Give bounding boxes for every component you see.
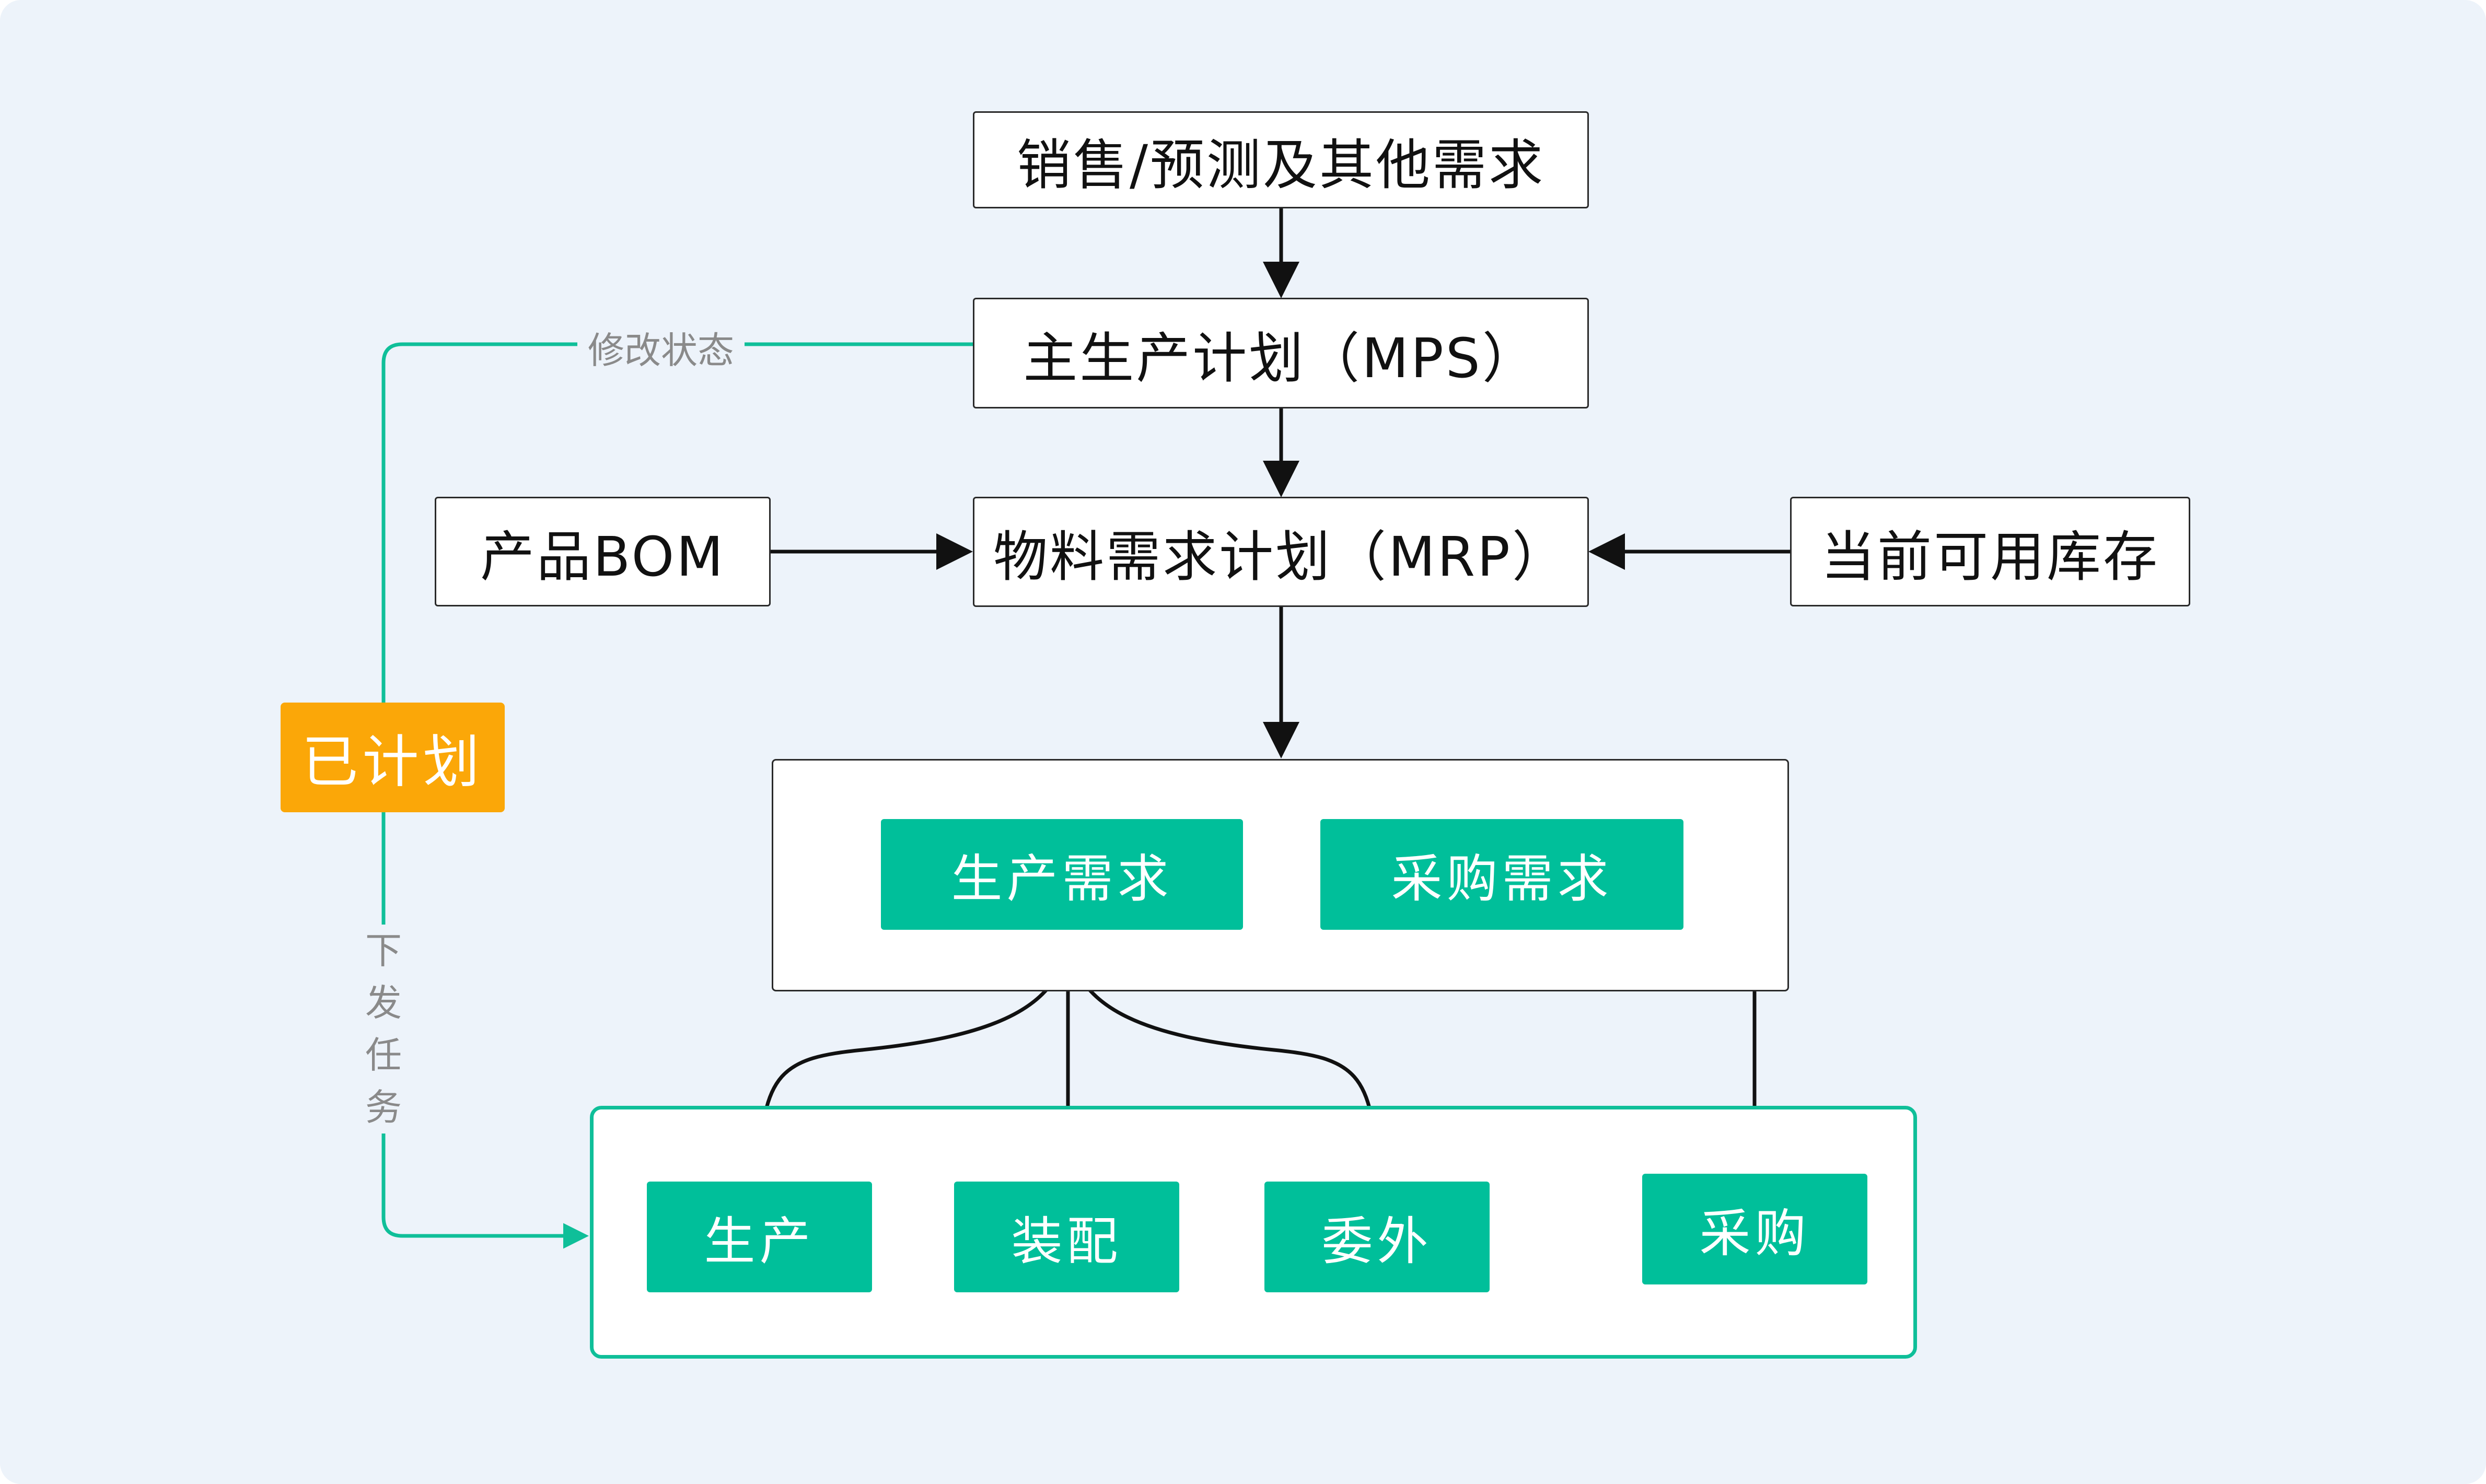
node-mrp-label: 物料需求计划（MRP） (993, 525, 1569, 589)
node-mrp: 物料需求计划（MRP） (973, 497, 1589, 607)
edge-mps-to-planned (381, 342, 973, 703)
node-purchase-demand-label: 采购需求 (1391, 849, 1613, 909)
node-purchase: 采购 (1642, 1174, 1867, 1284)
node-outsourcing: 委外 (1264, 1182, 1490, 1292)
node-production-demand: 生产需求 (881, 819, 1243, 930)
edge-planned-to-tasks (381, 812, 589, 1249)
edge-label-modify-status: 修改状态 (577, 321, 745, 374)
node-assembly: 装配 (954, 1182, 1179, 1292)
node-bom: 产品BOM (435, 497, 771, 606)
node-production-label: 生产 (704, 1212, 815, 1271)
node-assembly-label: 装配 (1011, 1212, 1122, 1271)
node-planned-label: 已计划 (301, 730, 484, 795)
node-sales-forecast: 销售/预测及其他需求 (973, 111, 1589, 208)
node-production-demand-label: 生产需求 (951, 849, 1173, 909)
node-production: 生产 (647, 1182, 872, 1292)
node-inventory: 当前可用库存 (1790, 497, 2190, 606)
node-planned: 已计划 (281, 703, 505, 812)
node-sales-forecast-label: 销售/预测及其他需求 (1016, 133, 1546, 197)
node-outsourcing-label: 委外 (1321, 1212, 1433, 1271)
node-mps: 主生产计划（MPS） (973, 298, 1589, 408)
node-inventory-label: 当前可用库存 (1820, 524, 2159, 589)
node-bom-label: 产品BOM (480, 524, 726, 589)
edge-label-issue-task: 下发任务 (357, 925, 410, 1134)
node-purchase-demand: 采购需求 (1320, 819, 1683, 930)
node-purchase-label: 采购 (1699, 1204, 1810, 1264)
node-mps-label: 主生产计划（MPS） (1023, 326, 1539, 390)
